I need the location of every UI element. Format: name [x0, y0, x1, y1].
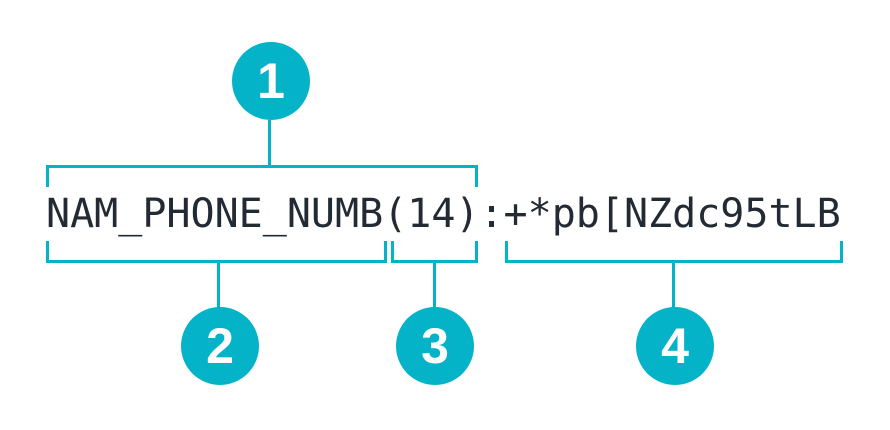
callout-4-badge: 4	[636, 307, 714, 385]
callout-1-label: 1	[257, 53, 285, 109]
callout-2-badge: 2	[181, 307, 259, 385]
grouping-bracket-3	[391, 241, 478, 263]
callout-1-stem	[268, 120, 271, 165]
code-string: NAM_PHONE_NUMB(14):+*pb[NZdc95tLB	[46, 191, 841, 237]
callout-4-label: 4	[661, 318, 689, 374]
grouping-bracket-4	[505, 241, 843, 263]
callout-2-label: 2	[206, 318, 234, 374]
grouping-bracket-2	[46, 241, 387, 263]
grouping-bracket-1	[46, 165, 478, 187]
callout-3-badge: 3	[396, 307, 474, 385]
callout-3-label: 3	[421, 318, 449, 374]
callout-1-badge: 1	[232, 42, 310, 120]
callout-4-stem	[672, 263, 675, 308]
callout-2-stem	[217, 263, 220, 308]
callout-3-stem	[433, 263, 436, 308]
